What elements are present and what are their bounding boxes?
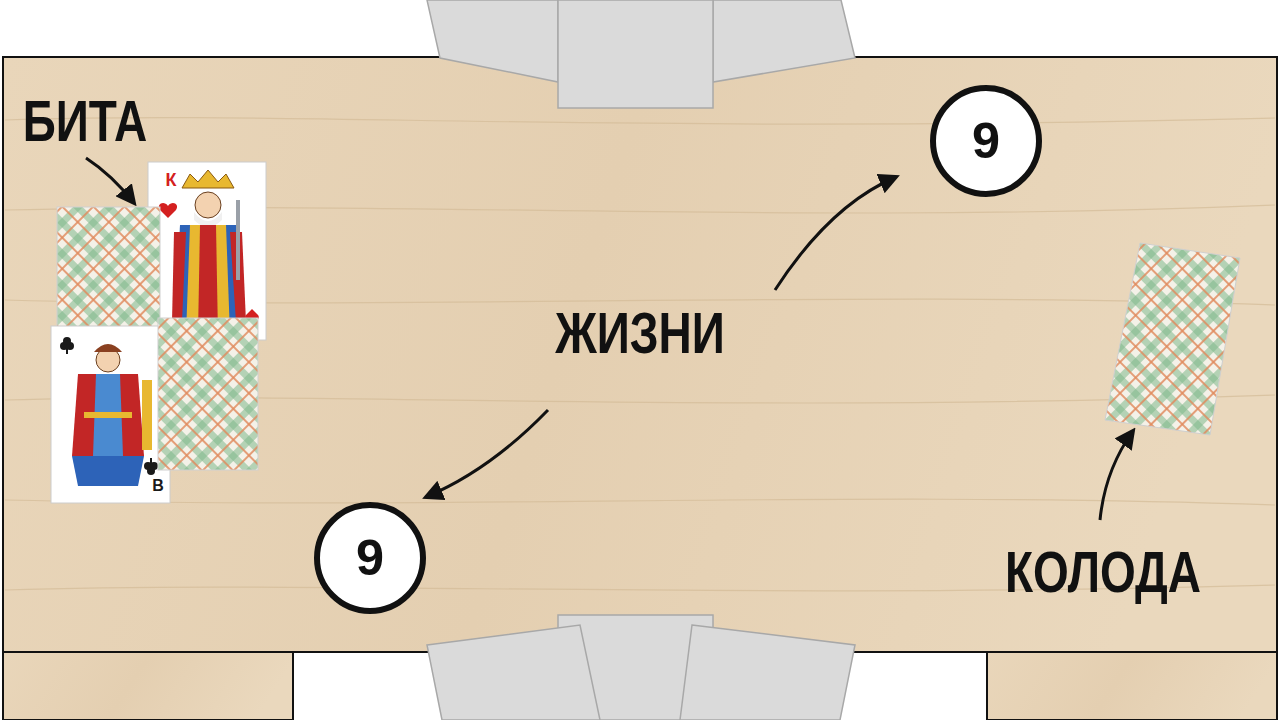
wood-panel — [3, 652, 293, 720]
king-card — [148, 162, 266, 340]
lives-circle: 9 — [929, 84, 1043, 198]
jack-card — [51, 326, 170, 503]
leader-arrow — [426, 410, 548, 497]
card-back — [158, 318, 258, 470]
area-label: ЖИЗНИ — [555, 304, 725, 362]
leader-arrow — [775, 177, 896, 290]
deck-card — [1105, 243, 1240, 435]
lives-number: 9 — [313, 501, 427, 615]
wood-panel — [987, 652, 1277, 720]
card-index: В — [152, 478, 164, 494]
card-index: К — [166, 171, 177, 189]
player-hand — [427, 0, 855, 108]
area-label: КОЛОДА — [1005, 543, 1201, 601]
wood-table — [3, 57, 1277, 652]
lives-circle: 9 — [313, 501, 427, 615]
area-label: БИТА — [23, 92, 148, 150]
leader-arrow — [1100, 431, 1133, 520]
lives-number: 9 — [929, 84, 1043, 198]
player-hand — [427, 615, 855, 720]
leader-arrow — [86, 158, 134, 203]
